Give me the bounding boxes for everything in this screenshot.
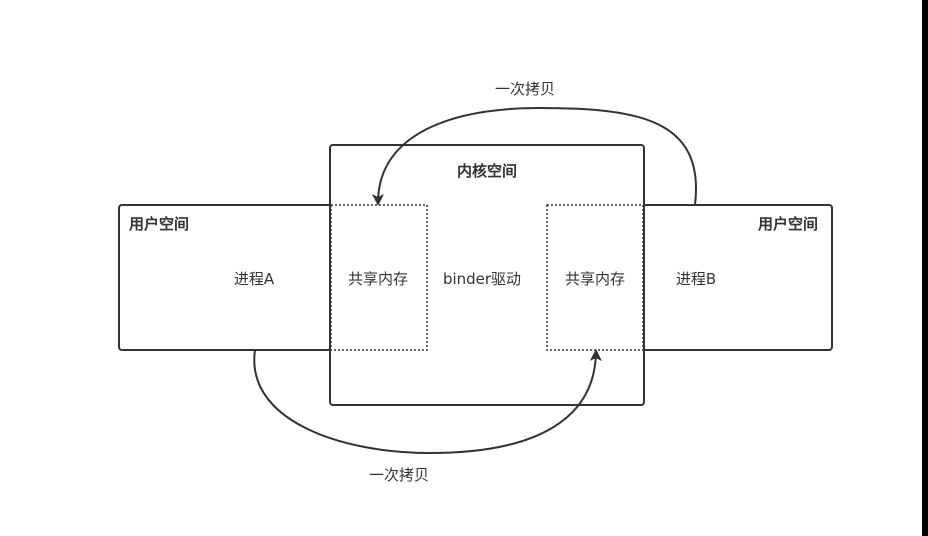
binder-driver-label: binder驱动 <box>443 270 521 288</box>
kernel-space-box <box>329 144 645 406</box>
window-right-border <box>922 0 928 536</box>
process-a-label: 进程A <box>234 270 275 288</box>
kernel-space-title: 内核空间 <box>457 162 517 180</box>
copy-arrow-top <box>372 106 698 206</box>
shared-memory-label-right: 共享内存 <box>565 270 625 288</box>
user-space-title-right: 用户空间 <box>758 215 818 233</box>
copy-label-top: 一次拷贝 <box>495 80 555 98</box>
process-b-label: 进程B <box>676 270 716 288</box>
copy-label-bottom: 一次拷贝 <box>369 466 429 484</box>
copy-arrow-bottom <box>253 349 602 455</box>
shared-memory-label-left: 共享内存 <box>348 270 408 288</box>
user-space-title-left: 用户空间 <box>129 215 189 233</box>
